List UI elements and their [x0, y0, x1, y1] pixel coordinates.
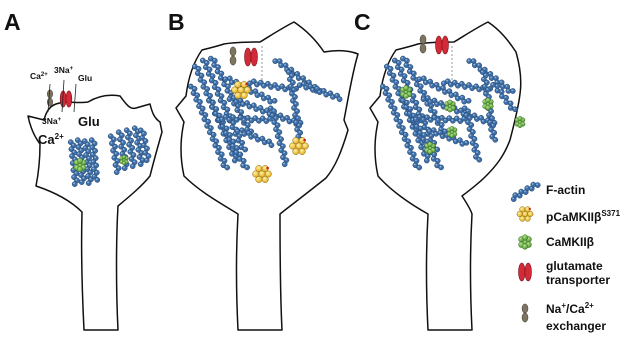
ca-label-top: Ca2+ — [30, 71, 48, 81]
glu-label-top: Glu — [78, 73, 92, 83]
legend-label-pcamkii: pCaMKIIβS371 — [546, 209, 621, 224]
camkii-cluster — [120, 155, 129, 165]
panel-letter-a: A — [4, 9, 21, 35]
na-ca-exchanger-icon — [522, 304, 528, 322]
pcamkii-icon — [517, 207, 533, 222]
legend-label-camkii: CaMKIIβ — [546, 235, 594, 249]
na-ca-exchanger — [47, 90, 52, 106]
camkii-cluster — [445, 100, 456, 112]
glu-label-main: Glu — [78, 114, 100, 129]
na-label-top: 3Na+ — [54, 65, 74, 75]
legend: F-actin pCaMKIIβS371 CaMKIIβ glutamate t… — [511, 182, 620, 333]
legend-label-f-actin: F-actin — [546, 183, 585, 197]
panel-letter-c: C — [354, 9, 371, 35]
f-actin-icon — [511, 182, 540, 202]
camkii-cluster — [447, 126, 457, 137]
camkii-cluster — [515, 116, 525, 127]
legend-label-exchanger: exchanger — [546, 319, 606, 333]
glutamate-transporter-icon — [519, 263, 532, 281]
camkii-cluster — [400, 85, 412, 98]
camkii-cluster — [425, 142, 436, 154]
camkii-icon — [519, 235, 532, 250]
legend-label-transporter: transporter — [546, 273, 610, 287]
camkii-cluster — [74, 158, 86, 172]
legend-icons — [511, 182, 540, 322]
legend-label-glutamate: glutamate — [546, 259, 603, 273]
legend-label-na-ca: Na+/Ca2+ — [546, 301, 594, 316]
camkii-cluster — [483, 98, 494, 110]
panel-letter-b: B — [168, 9, 185, 35]
